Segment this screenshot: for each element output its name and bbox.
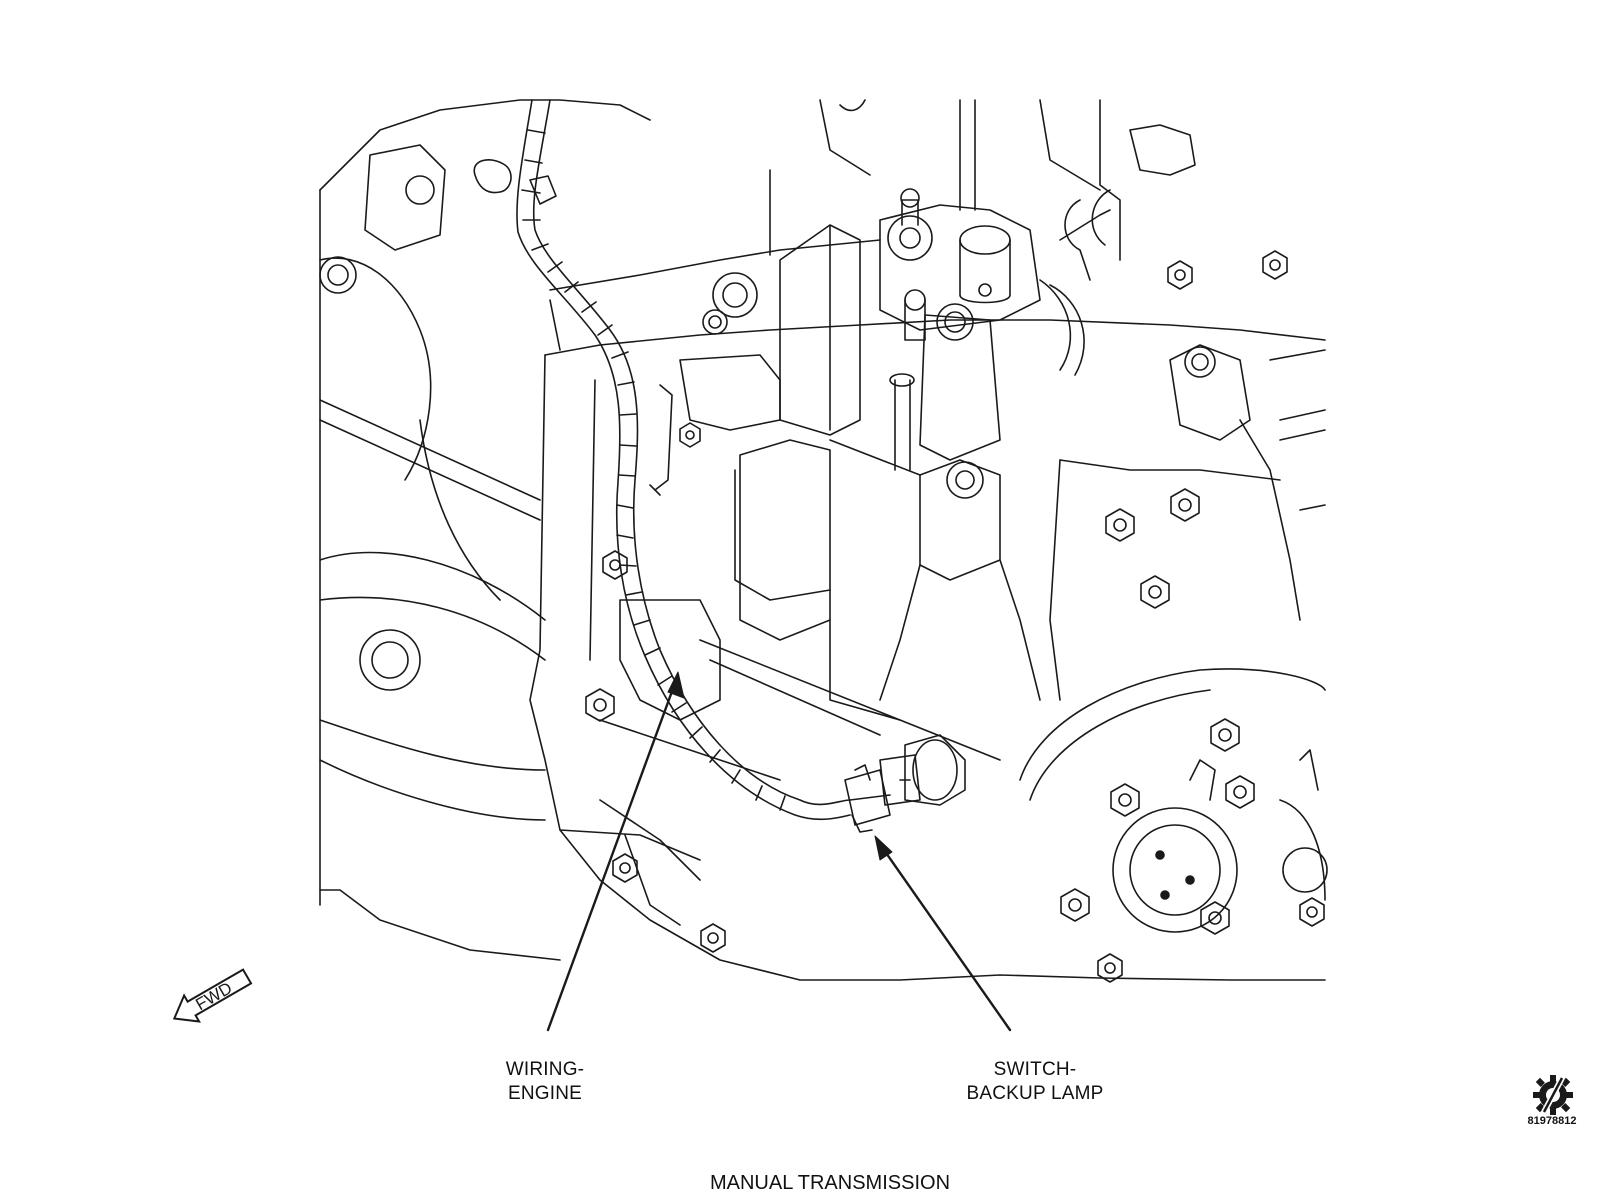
output-flange [1019,668,1328,933]
shift-cover [769,99,1196,471]
backup-lamp-switch [879,734,966,806]
wiring-label-line1: WIRING- [505,1059,585,1080]
callout-leaders [546,671,1012,1032]
switch-label-line2: BACKUP LAMP [966,1083,1104,1104]
engine-wiring-harness [473,99,851,821]
slashed-gear-icon [1533,1075,1573,1115]
forward-arrow-icon: FWD [172,968,253,1023]
mount-bracket [829,344,1326,701]
fwd-label: FWD [192,978,235,1014]
harness-connector [844,764,891,833]
wiring-engine-label: WIRING- ENGINE [470,1058,620,1106]
transmission-case [529,239,1326,981]
wiring-label-line2: ENGINE [507,1083,583,1104]
bolts [585,250,1325,983]
figure-caption: MANUAL TRANSMISSION [709,1172,951,1194]
switch-label-line1: SWITCH- [993,1059,1077,1080]
figure-id: 81978812 [1527,1115,1577,1127]
bell-housing [319,99,651,961]
switch-backup-lamp-label: SWITCH- BACKUP LAMP [935,1058,1135,1106]
